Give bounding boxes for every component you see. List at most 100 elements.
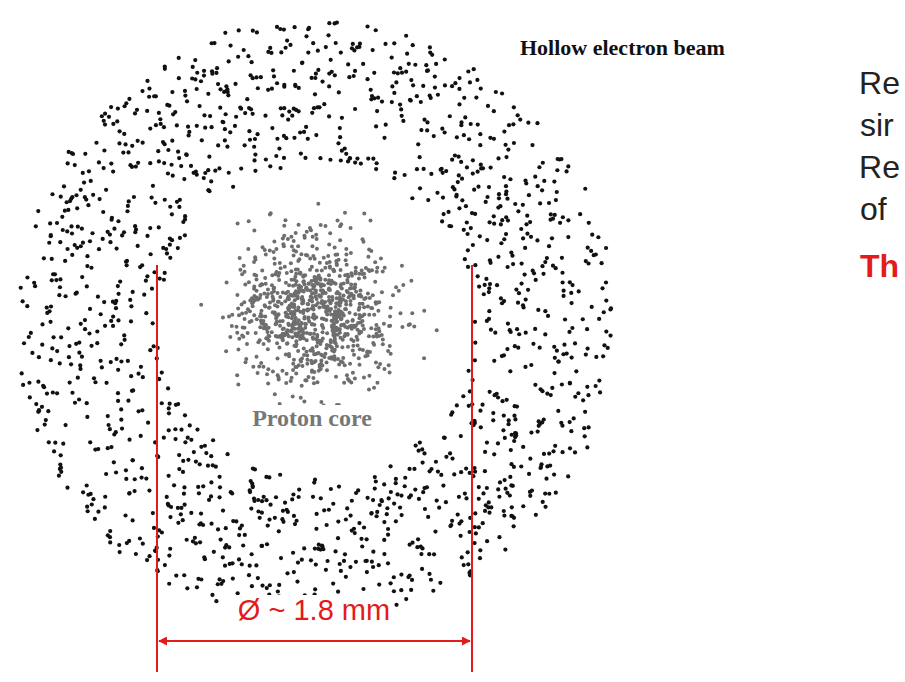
electron-dot	[319, 496, 323, 500]
electron-dot	[87, 169, 91, 173]
electron-dot	[166, 386, 170, 390]
electron-dot	[466, 369, 470, 373]
electron-dot	[202, 555, 206, 559]
proton-dot	[338, 327, 342, 331]
electron-dot	[487, 220, 491, 224]
electron-dot	[544, 477, 548, 481]
electron-dot	[142, 293, 146, 297]
electron-dot	[292, 514, 296, 518]
electron-dot	[40, 343, 44, 347]
electron-dot	[186, 436, 190, 440]
proton-dot	[224, 349, 228, 353]
proton-dot	[287, 308, 291, 312]
electron-dot	[462, 563, 466, 567]
electron-dot	[353, 531, 357, 535]
electron-dot	[159, 122, 163, 126]
electron-dot	[348, 565, 352, 569]
electron-dot	[518, 117, 522, 121]
electron-dot	[459, 160, 463, 164]
electron-dot	[90, 231, 94, 235]
electron-dot	[172, 483, 176, 487]
electron-dot	[465, 165, 469, 169]
electron-dot	[497, 192, 501, 196]
electron-dot	[521, 236, 525, 240]
electron-dot	[106, 423, 110, 427]
electron-dot	[468, 80, 472, 84]
electron-dot	[214, 71, 218, 75]
electron-dot	[282, 134, 286, 138]
proton-dot	[260, 269, 264, 273]
electron-dot	[375, 161, 379, 165]
electron-dot	[69, 362, 73, 366]
electron-dot	[476, 185, 480, 189]
proton-dot	[357, 277, 361, 281]
electron-dot	[98, 197, 102, 201]
electron-dot	[373, 475, 377, 479]
electron-dot	[553, 356, 557, 360]
electron-dot	[464, 496, 468, 500]
electron-dot	[582, 426, 586, 430]
electron-dot	[508, 493, 512, 497]
electron-dot	[573, 395, 577, 399]
electron-dot	[103, 324, 107, 328]
electron-dot	[67, 344, 71, 348]
electron-dot	[425, 69, 429, 73]
electron-dot	[583, 187, 587, 191]
proton-dot	[240, 312, 244, 316]
electron-dot	[380, 99, 384, 103]
electron-dot	[350, 499, 354, 503]
electron-dot	[561, 215, 565, 219]
electron-dot	[533, 327, 537, 331]
electron-dot	[61, 228, 65, 232]
electron-dot	[275, 25, 279, 29]
electron-dot	[52, 449, 56, 453]
electron-dot	[450, 519, 454, 523]
electron-dot	[197, 491, 201, 495]
electron-dot	[224, 526, 228, 530]
electron-dot	[177, 156, 181, 160]
electron-dot	[256, 86, 260, 90]
proton-dot	[318, 261, 322, 265]
electron-dot	[129, 319, 133, 323]
electron-dot	[366, 496, 370, 500]
electron-dot	[497, 196, 501, 200]
proton-dot	[334, 253, 338, 257]
electron-dot	[449, 413, 453, 417]
electron-dot	[182, 177, 186, 181]
electron-dot	[247, 129, 251, 133]
proton-dot	[278, 261, 282, 265]
electron-dot	[144, 311, 148, 315]
electron-dot	[480, 403, 484, 407]
electron-dot	[348, 513, 352, 517]
electron-dot	[374, 124, 378, 128]
electron-dot	[59, 453, 63, 457]
electron-dot	[432, 134, 436, 138]
electron-dot	[596, 235, 600, 239]
electron-dot	[514, 287, 518, 291]
proton-dot	[345, 289, 349, 293]
electron-dot	[124, 477, 128, 481]
electron-dot	[412, 467, 416, 471]
electron-dot	[330, 70, 334, 74]
proton-dot	[285, 271, 289, 275]
electron-dot	[436, 469, 440, 473]
proton-dot	[228, 335, 232, 339]
electron-dot	[329, 487, 333, 491]
electron-dot	[206, 92, 210, 96]
electron-dot	[489, 505, 493, 509]
electron-dot	[466, 265, 470, 269]
proton-dot	[309, 228, 313, 232]
electron-dot	[371, 48, 375, 52]
electron-dot	[313, 587, 317, 591]
electron-dot	[85, 483, 89, 487]
electron-dot	[604, 246, 608, 250]
electron-dot	[513, 435, 517, 439]
electron-dot	[359, 161, 363, 165]
electron-dot	[59, 195, 63, 199]
electron-dot	[274, 154, 278, 158]
electron-dot	[333, 549, 337, 553]
electron-dot	[336, 536, 340, 540]
electron-dot	[260, 544, 264, 548]
electron-dot	[510, 254, 514, 258]
electron-dot	[324, 568, 328, 572]
